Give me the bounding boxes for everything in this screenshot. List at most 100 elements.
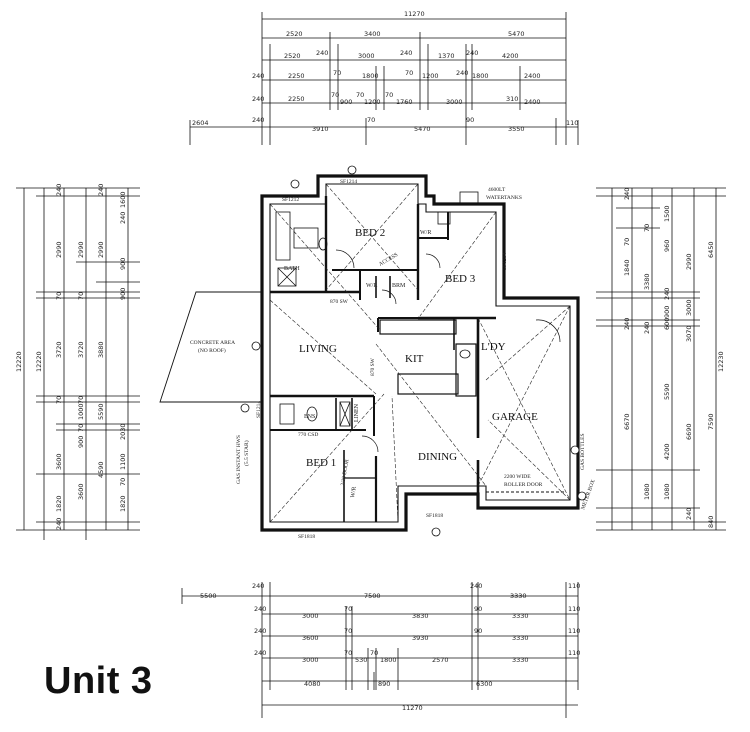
plan-notes: CONCRETE AREA (NO ROOF) 4600LT WATERTANK… xyxy=(190,179,597,540)
room-bed2: BED 2 xyxy=(355,227,385,239)
room-walk-in-robe-bed3: W/R xyxy=(420,230,431,236)
dim-top: 5470 xyxy=(414,125,431,133)
room-living: LIVING xyxy=(299,343,337,355)
dim-top: 240 xyxy=(252,72,264,80)
dim-right: 6690 xyxy=(685,423,693,440)
dim-bottom: 70 xyxy=(344,605,352,613)
dim-bottom: 890 xyxy=(378,680,390,688)
note-window-bed1: SF1818 xyxy=(298,534,315,540)
dim-right: 240 xyxy=(623,318,631,330)
dim-top: 70 xyxy=(356,91,364,99)
dim-top: 240 xyxy=(400,49,412,57)
dim-left: 3880 xyxy=(97,341,105,358)
dim-bottom: 240 xyxy=(470,582,482,590)
dim-right: 240 xyxy=(685,508,693,520)
dim-left: 240 xyxy=(55,184,63,196)
dim-left: 1600 xyxy=(119,191,127,208)
dim-bottom: 4080 xyxy=(304,680,321,688)
note-gas-hws: GAS INSTANT HWS xyxy=(236,435,242,484)
room-dining: DINING xyxy=(418,451,457,463)
dim-left: 2030 xyxy=(119,423,127,440)
note-window-ens: SF1214 xyxy=(256,401,262,418)
note-access: ACCESS xyxy=(378,252,399,268)
note-window-bath: SF1212 xyxy=(282,197,299,203)
fixtures xyxy=(275,211,471,427)
note-no-roof: (NO ROOF) xyxy=(198,347,226,354)
dim-left-total: 12220 xyxy=(35,351,43,372)
dim-top: 110 xyxy=(566,119,578,127)
dim-left: 900 xyxy=(119,258,127,270)
dim-right: 2990 xyxy=(685,253,693,270)
dim-top: 900 xyxy=(340,98,352,106)
dim-bottom: 240 xyxy=(254,627,266,635)
room-walk-in-robe-bed1: W/R xyxy=(350,486,358,498)
dim-top: 3550 xyxy=(508,125,525,133)
dim-bottom: 3830 xyxy=(412,612,429,620)
dim-top: 2250 xyxy=(288,95,305,103)
dim-left: 70 xyxy=(77,292,85,300)
dim-right: 3070 xyxy=(685,325,693,342)
dim-right: 600 xyxy=(663,318,671,330)
top-dimension-labels: 11270 2520 3400 5470 2520 240 3000 240 1… xyxy=(192,10,578,133)
dim-left: 1820 xyxy=(119,495,127,512)
dim-top: 70 xyxy=(333,69,341,77)
note-gas-bottles: GAS BOTTLES xyxy=(580,433,586,470)
note-door-living: 870 SW xyxy=(330,299,349,305)
dim-top: 70 xyxy=(367,116,375,124)
dim-top: 90 xyxy=(466,116,474,124)
dim-right: 900 xyxy=(663,306,671,318)
room-linen: LINEN xyxy=(354,403,360,422)
dim-left: 2990 xyxy=(77,241,85,258)
left-dimension-lines xyxy=(16,187,140,540)
note-water-tanks: 4600LT xyxy=(488,187,506,193)
note-window-bed2: SF1214 xyxy=(340,179,357,185)
dim-top: 240 xyxy=(466,49,478,57)
dim-bottom: 1800 xyxy=(380,656,397,664)
bottom-dimension-lines xyxy=(181,582,579,718)
dim-left: 900 xyxy=(119,288,127,300)
dim-right: 240 xyxy=(643,322,651,334)
dim-right: 4200 xyxy=(663,443,671,460)
dim-top: 2400 xyxy=(524,98,541,106)
dim-bottom: 70 xyxy=(370,649,378,657)
dim-top: 70 xyxy=(385,91,393,99)
dim-top: 240 xyxy=(252,95,264,103)
dim-bottom: 3000 xyxy=(302,612,319,620)
dim-bottom: 70 xyxy=(344,649,352,657)
dim-top: 310 xyxy=(506,95,518,103)
room-laundry: L'DY xyxy=(481,341,506,353)
dim-top: 5470 xyxy=(508,30,525,38)
dim-bottom: 110 xyxy=(568,649,580,657)
dim-left: 70 xyxy=(55,292,63,300)
dim-left-total: 12220 xyxy=(15,351,23,372)
dim-bottom: 110 xyxy=(568,605,580,613)
dim-right: 840 xyxy=(707,516,715,528)
water-tanks xyxy=(437,191,479,225)
dim-left: 3600 xyxy=(77,483,85,500)
dim-right: 1500 xyxy=(663,205,671,222)
dim-right: 7590 xyxy=(707,413,715,430)
dim-bottom: 90 xyxy=(474,605,482,613)
dim-top: 2520 xyxy=(284,52,301,60)
dim-top: 1800 xyxy=(472,72,489,80)
dim-bottom: 7500 xyxy=(364,592,381,600)
dim-right: 70 xyxy=(623,238,631,246)
dim-right: 5590 xyxy=(663,383,671,400)
bottom-dimension-labels: 5500 240 7500 240 3330 110 240 3000 70 3… xyxy=(200,582,580,712)
dim-top-total: 11270 xyxy=(404,10,425,18)
note-door-ens: 770 CSD xyxy=(298,432,318,438)
dim-left: 5590 xyxy=(97,403,105,420)
dim-top: 1370 xyxy=(438,52,455,60)
note-robe-door: 2/10 DOOR xyxy=(340,459,351,487)
dim-top: 240 xyxy=(252,116,264,124)
room-brm: BRM xyxy=(392,283,406,289)
dim-bottom: 3330 xyxy=(512,656,529,664)
dim-right: 1080 xyxy=(663,483,671,500)
dim-bottom: 110 xyxy=(568,627,580,635)
dim-top: 2400 xyxy=(524,72,541,80)
dim-bottom: 530 xyxy=(355,656,367,664)
dim-top: 1760 xyxy=(396,98,413,106)
dim-right: 70 xyxy=(643,224,651,232)
dim-right: 3380 xyxy=(643,273,651,290)
